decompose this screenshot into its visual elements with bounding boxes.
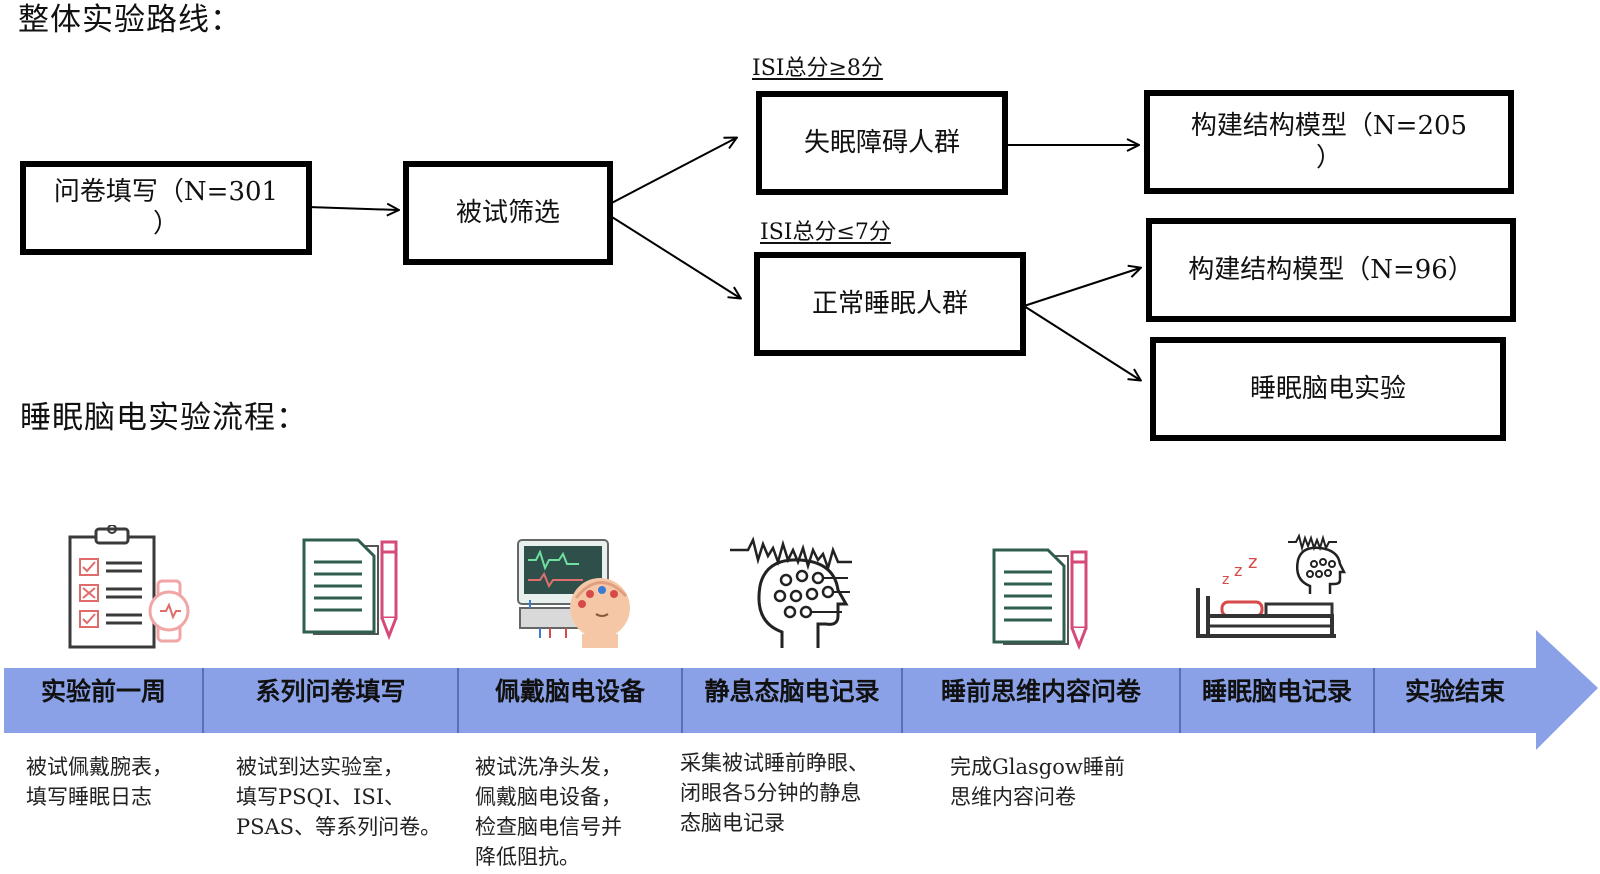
box-normal-sleep-group: 正常睡眠人群 [754,252,1026,356]
box-insomnia-group: 失眠障碍人群 [756,91,1008,195]
desc-pre-week: 被试佩戴腕表， 填写睡眠日志 [26,752,173,812]
box-model-insomnia-line2: ） [1315,143,1342,173]
desc-line: 态脑电记录 [680,811,785,835]
desc-line: 闭眼各5分钟的静息 [680,781,862,805]
checklist-watch-icon [68,525,190,649]
desc-line: 填写睡眠日志 [26,785,152,809]
box-questionnaire: 问卷填写（N=301 ） [20,161,312,255]
stage-end: 实验结束 [1404,677,1505,706]
brain-wave-head-icon [730,536,852,648]
svg-text:z: z [1222,572,1229,588]
svg-text:z: z [1248,552,1257,573]
document-pencil-icon [992,548,1088,651]
route-heading: 整体实验路线： [18,2,242,38]
arrow-questionnaire-to-screening [307,207,398,210]
desc-line: 被试到达实验室， [236,755,404,779]
desc-line: 采集被试睡前睁眼、 [680,751,869,775]
box-questionnaire-line2: ） [152,209,179,239]
document-pencil-icon [302,538,398,641]
stage-resting-eeg: 静息态脑电记录 [704,677,880,706]
box-model-normal: 构建结构模型（N=96） [1146,218,1516,322]
desc-line: 被试洗净头发， [475,755,622,779]
arrow-screening-to-normal [603,211,740,298]
bed-sleep-icon: z z z [1196,533,1347,638]
desc-presleep-questionnaire: 完成Glasgow睡前 思维内容问卷 [950,752,1125,812]
arrow-normal-to-model [1023,268,1140,307]
box-screening: 被试筛选 [403,161,613,265]
desc-line: 完成Glasgow睡前 [950,755,1125,779]
desc-line: 检查脑电信号并 [475,815,622,839]
stage-pre-week: 实验前一周 [40,677,166,706]
svg-text:z: z [1234,561,1242,580]
desc-line: PSAS、等系列问卷。 [236,815,442,839]
desc-line: 佩戴脑电设备， [475,785,622,809]
stage-questionnaires: 系列问卷填写 [255,677,406,706]
desc-line: 被试佩戴腕表， [26,755,173,779]
stage-sleep-eeg: 睡眠脑电记录 [1201,677,1352,706]
desc-wear-eeg: 被试洗净头发， 佩戴脑电设备， 检查脑电信号并 降低阻抗。 [475,752,622,872]
desc-line: 思维内容问卷 [950,785,1076,809]
arrow-screening-to-insomnia [603,138,736,208]
desc-line: 降低阻抗。 [475,845,580,869]
desc-line: 填写PSQI、ISI、 [236,785,406,809]
arrow-normal-to-eeg [1023,305,1140,380]
desc-questionnaires: 被试到达实验室， 填写PSQI、ISI、 PSAS、等系列问卷。 [236,752,441,842]
box-sleep-eeg-experiment: 睡眠脑电实验 [1150,337,1506,441]
box-questionnaire-line1: 问卷填写（N=301 [53,177,279,207]
stage-presleep-questionnaire: 睡前思维内容问卷 [940,677,1141,706]
desc-resting-eeg: 采集被试睡前睁眼、 闭眼各5分钟的静息 态脑电记录 [680,748,869,838]
timeline-arrow [4,630,1598,750]
timeline-arrow-shape [4,630,1598,750]
condition-isi-low: ISI总分≤7分 [760,220,891,245]
eeg-procedure-heading: 睡眠脑电实验流程： [20,400,308,436]
box-model-insomnia-line1: 构建结构模型（N=205 [1190,111,1468,141]
eeg-monitor-head-icon [517,539,630,648]
stage-wear-eeg: 佩戴脑电设备 [494,677,645,706]
box-model-insomnia: 构建结构模型（N=205 ） [1144,90,1514,194]
condition-isi-high: ISI总分≥8分 [752,56,883,81]
